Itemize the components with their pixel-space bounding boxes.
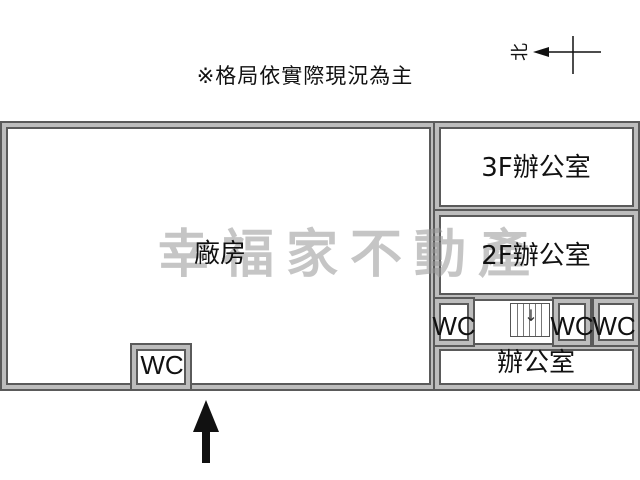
factory-wall: [0, 121, 437, 391]
wc-middle-wall: [552, 297, 592, 347]
north-label: 北: [510, 43, 531, 61]
office-2f-wall: [433, 209, 640, 301]
wc-right-wall: [592, 297, 640, 347]
wc-left-wall: [433, 297, 475, 347]
wc-factory-wall: [130, 343, 192, 391]
room-label-office-3f: 3F辦公室: [481, 153, 591, 183]
room-label-wc-middle: WC: [550, 311, 594, 341]
room-label-office-1f: 辦公室: [496, 348, 575, 378]
room-label-wc-left: WC: [432, 311, 476, 341]
room-label-office-2f: 2F辦公室: [481, 241, 591, 271]
room-label-wc-factory: WC: [140, 350, 184, 380]
entrance-arrow-icon: [193, 400, 219, 463]
room-label-wc-right: WC: [592, 311, 636, 341]
stairs: ↓: [510, 303, 550, 337]
stairs-down-arrow-icon: ↓: [524, 306, 538, 325]
layout-note: ※格局依實際現況為主: [196, 64, 414, 88]
north-compass-icon: 北: [510, 36, 601, 74]
office-1f-wall: [433, 343, 640, 391]
office-3f-wall: [433, 121, 640, 213]
room-label-factory: 廠房: [193, 239, 246, 269]
